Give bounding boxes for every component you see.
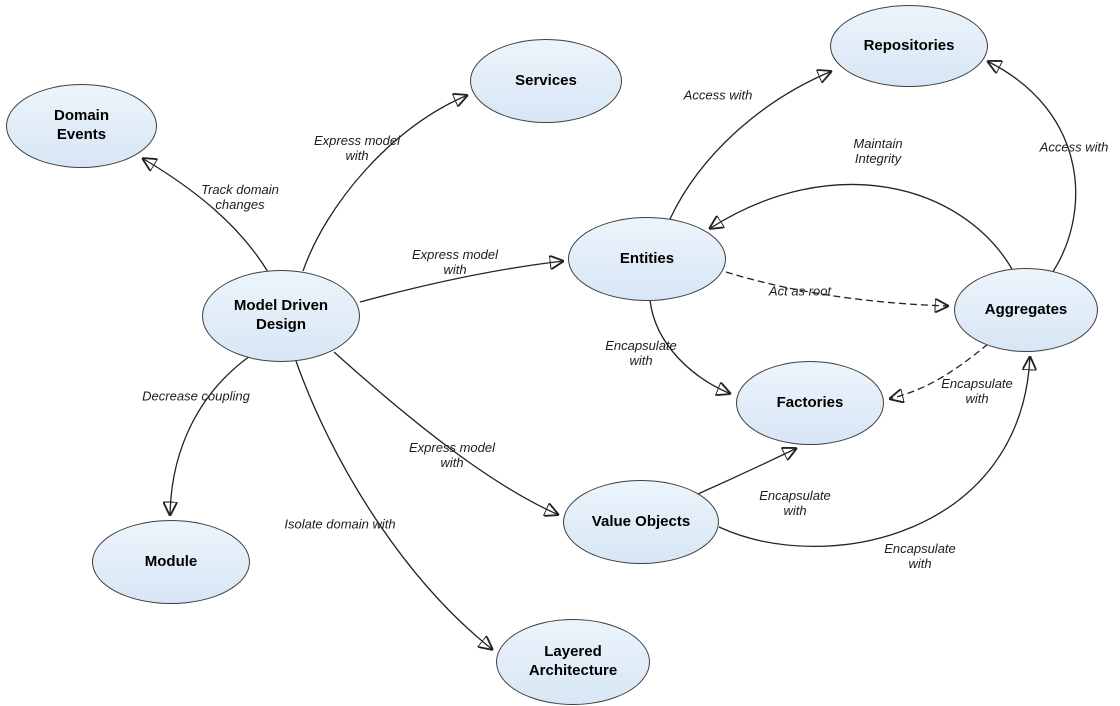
edge-isolate-domain (295, 360, 493, 650)
edge-label-track-domain-changes: Track domain changes (201, 182, 279, 212)
edge-label-isolate-domain: Isolate domain with (284, 516, 396, 532)
node-label: Entities (619, 249, 675, 267)
node-model-driven-design: Model Driven Design (202, 270, 360, 362)
edge-encapsulate-aggregates-factories (889, 343, 989, 399)
node-label: Services (515, 71, 577, 89)
edge-label-maintain-integrity: Maintain Integrity (853, 136, 903, 166)
edge-label-access-with-entities: Access with (683, 87, 753, 103)
node-domain-events: Domain Events (6, 84, 157, 168)
edge-label-encapsulate-aggregates-factories: Encapsulate with (941, 376, 1013, 406)
edge-express-model-value-objects (333, 351, 559, 515)
node-label: Aggregates (984, 300, 1068, 318)
node-label: Model Driven Design (233, 297, 329, 333)
edge-label-express-model-entities: Express model with (412, 247, 498, 277)
edge-label-decrease-coupling: Decrease coupling (142, 388, 250, 404)
edge-encapsulate-entities-factories (649, 299, 731, 394)
edge-access-with-aggregates (987, 61, 1077, 277)
node-value-objects: Value Objects (563, 480, 719, 564)
edge-act-as-root (725, 271, 949, 306)
edge-label-act-as-root: Act as root (768, 283, 832, 299)
edge-encapsulate-value-objects-aggregates (718, 356, 1030, 548)
edge-label-express-model-value-objects: Express model with (409, 440, 495, 470)
edge-express-model-services (302, 95, 468, 272)
edge-track-domain-changes (142, 158, 269, 273)
node-module: Module (92, 520, 250, 604)
node-layered-architecture: Layered Architecture (496, 619, 650, 705)
edge-access-with-entities (669, 71, 832, 220)
node-factories: Factories (736, 361, 884, 445)
edge-maintain-integrity (709, 183, 1013, 270)
edge-label-encapsulate-entities-factories: Encapsulate with (605, 338, 677, 368)
edge-decrease-coupling (170, 355, 251, 516)
node-services: Services (470, 39, 622, 123)
node-label: Layered Architecture (528, 643, 618, 679)
edge-label-encapsulate-value-objects-factories: Encapsulate with (759, 488, 831, 518)
node-label: Module (144, 552, 198, 570)
edge-label-encapsulate-value-objects-aggregates: Encapsulate with (884, 541, 956, 571)
node-label: Domain Events (53, 107, 109, 143)
edge-label-access-with-aggregates: Access with (1039, 139, 1109, 155)
edge-encapsulate-value-objects-factories (697, 448, 797, 495)
node-label: Value Objects (591, 512, 691, 530)
node-entities: Entities (568, 217, 726, 301)
node-repositories: Repositories (830, 5, 988, 87)
node-label: Repositories (863, 36, 955, 54)
edge-label-express-model-services: Express model with (314, 133, 400, 163)
edge-express-model-entities (359, 261, 564, 303)
node-label: Factories (776, 393, 844, 411)
node-aggregates: Aggregates (954, 268, 1098, 352)
